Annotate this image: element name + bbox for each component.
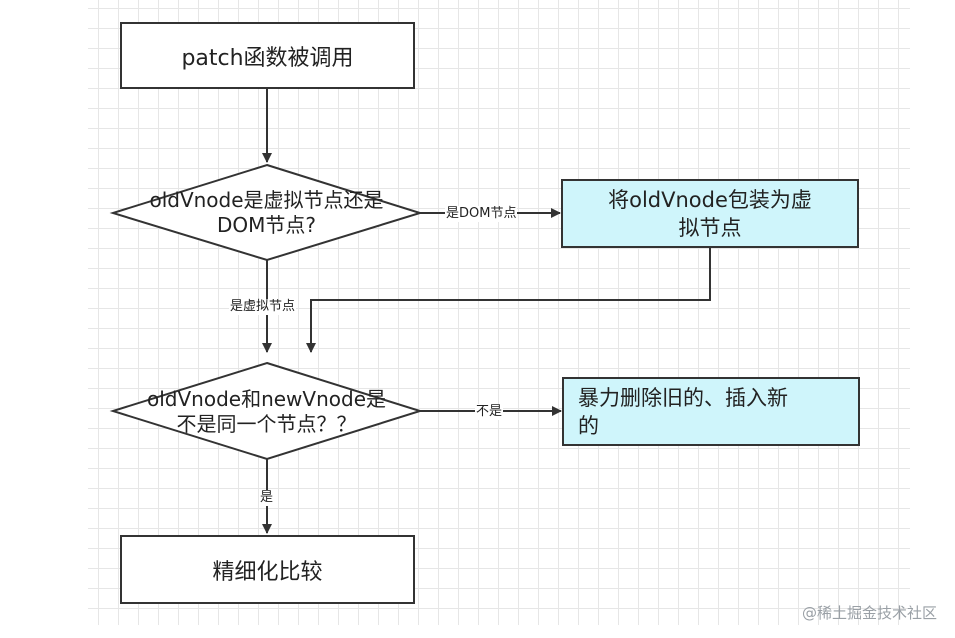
decision2-label: oldVnode和newVnode是 不是同一个节点？？	[113, 386, 420, 438]
decision1-line2: DOM节点?	[216, 213, 316, 237]
replace-node-line2: 的	[578, 413, 599, 438]
start-node-label: patch函数被调用	[181, 45, 354, 71]
wrap-node-line2: 拟节点	[678, 215, 742, 240]
replace-node: 暴力删除旧的、插入新 的	[562, 377, 860, 446]
diff-node: 精细化比较	[120, 535, 415, 604]
edge-label-same: 是	[259, 490, 275, 506]
wrap-node: 将oldVnode包装为虚 拟节点	[561, 179, 859, 248]
watermark: @稀土掘金技术社区	[801, 604, 937, 622]
start-node: patch函数被调用	[120, 22, 415, 89]
edge-label-is-vnode: 是虚拟节点	[229, 299, 297, 315]
replace-node-line1: 暴力删除旧的、插入新	[578, 385, 788, 410]
decision1-label: oldVnode是虚拟节点还是 DOM节点?	[113, 186, 420, 240]
diff-node-label: 精细化比较	[212, 559, 323, 585]
wrap-node-line1: 将oldVnode包装为虚	[608, 187, 812, 212]
edge-label-not-same: 不是	[475, 404, 504, 420]
edge-wrap-to-decision2	[306, 247, 711, 353]
edge-label-is-dom: 是DOM节点	[445, 206, 518, 222]
decision1-line1: oldVnode是虚拟节点还是	[149, 188, 384, 212]
decision2-line2: 不是同一个节点？？	[176, 412, 357, 436]
diagram-canvas	[88, 0, 910, 625]
decision2-line1: oldVnode和newVnode是	[146, 387, 386, 411]
